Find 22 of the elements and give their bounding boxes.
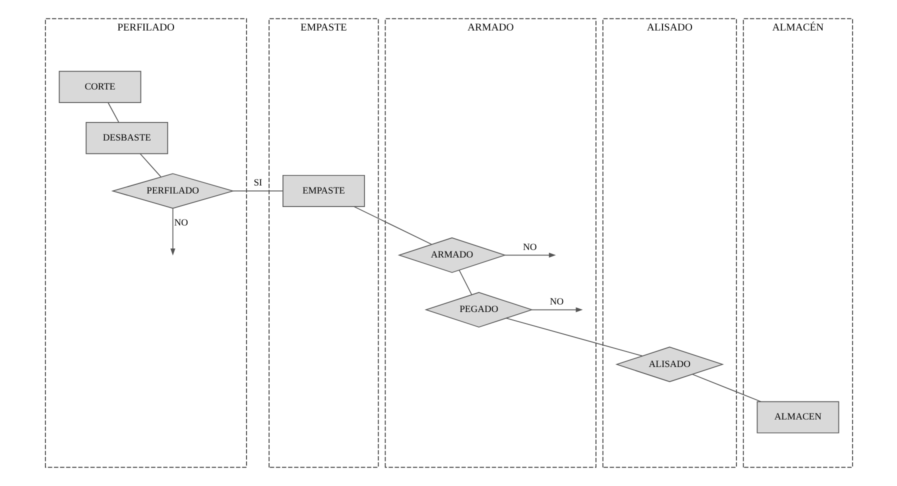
connector — [458, 270, 472, 296]
node-box: CORTE — [58, 70, 141, 103]
node-diamond: ALISADO — [614, 346, 724, 382]
edge-label: NO — [174, 218, 188, 228]
node-box: ALMACEN — [756, 401, 839, 434]
connector — [139, 153, 161, 178]
arrow — [504, 252, 556, 258]
node-box: EMPASTE — [282, 174, 364, 208]
node-box: DESBASTE — [85, 122, 168, 154]
edge-label: NO — [522, 242, 536, 253]
node-diamond: PEGADO — [424, 292, 533, 328]
edge-label: SI — [253, 178, 262, 189]
connector — [232, 190, 283, 192]
connector — [505, 318, 642, 356]
node-diamond: ARMADO — [397, 237, 506, 273]
connector — [692, 374, 761, 402]
edge-label: NO — [549, 297, 564, 308]
arrow — [531, 307, 582, 312]
node-diamond: PERFILADO — [110, 173, 234, 209]
connector — [353, 206, 432, 245]
arrow — [170, 208, 175, 256]
connector — [107, 102, 119, 123]
